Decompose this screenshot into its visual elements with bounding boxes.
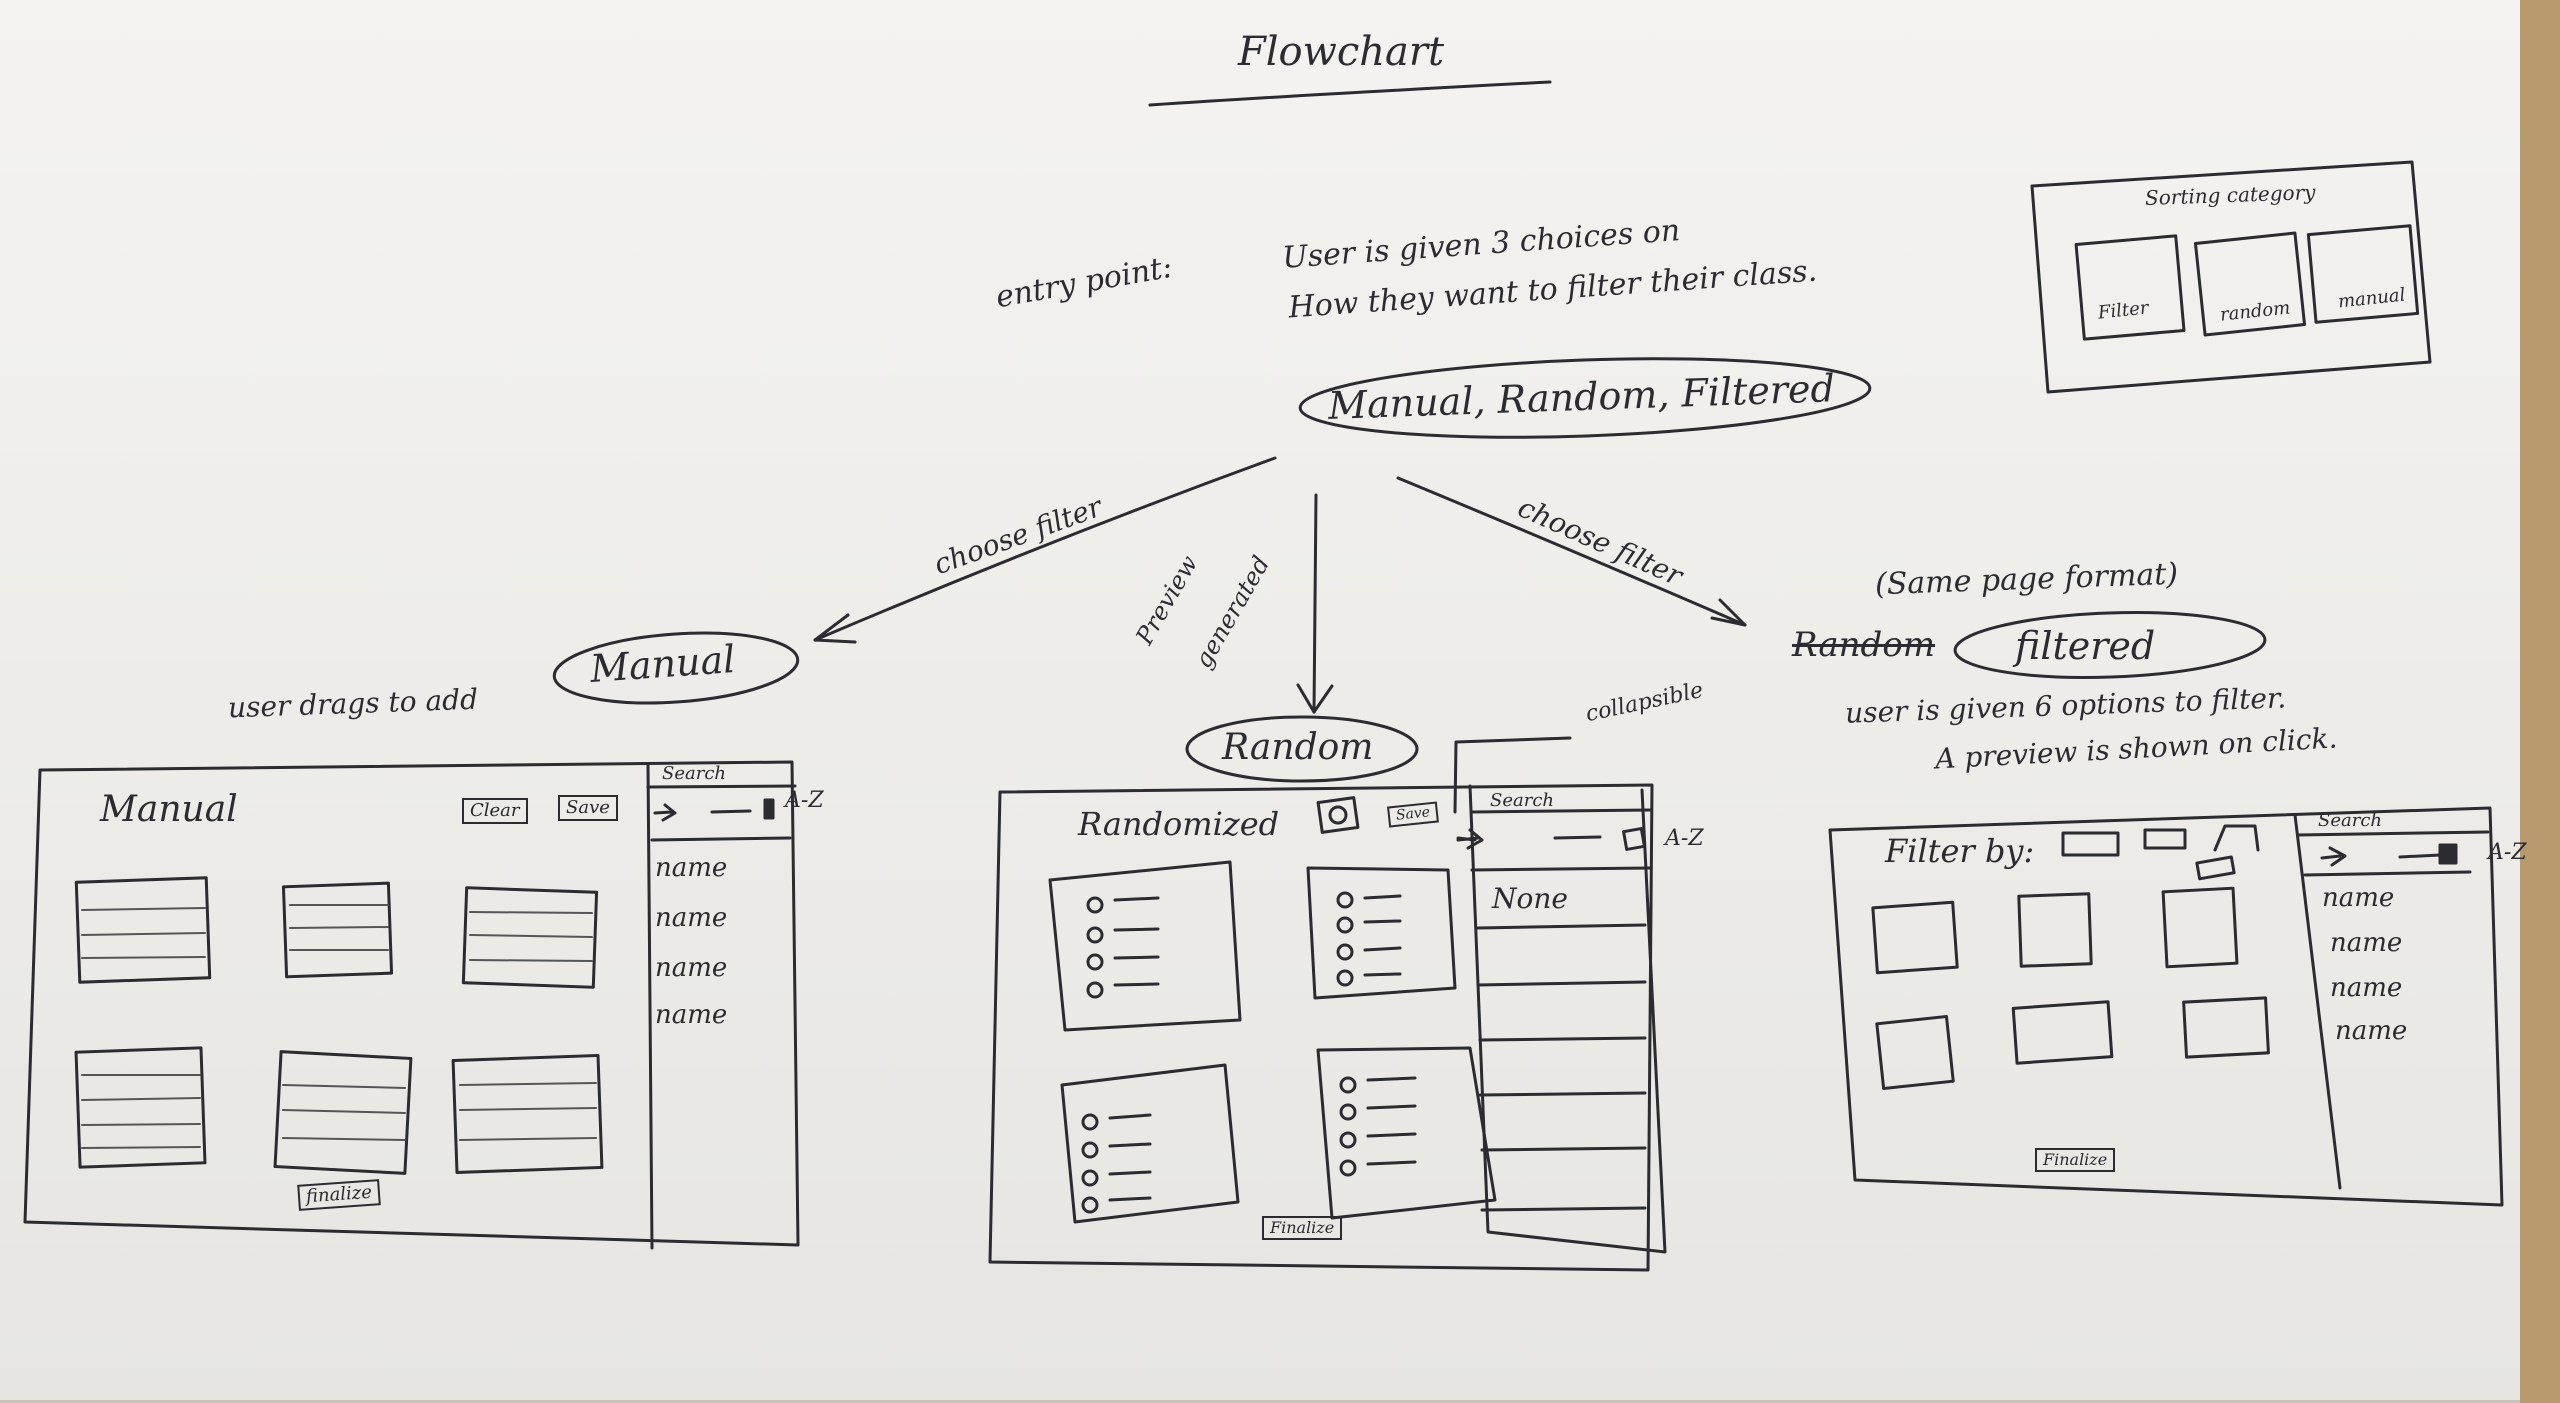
arrow-to-filtered (1396, 476, 1747, 627)
manual-name-item[interactable]: name (655, 853, 728, 883)
filtered-name-item[interactable]: name (2330, 928, 2403, 958)
collapsible-bracket (1453, 736, 1572, 814)
random-panel (988, 783, 1654, 1272)
filtered-cards (1871, 886, 2270, 1090)
manual-name-item[interactable]: name (655, 953, 728, 983)
filtered-oval (1953, 611, 2267, 679)
manual-search-input[interactable]: Search (662, 763, 726, 784)
filter-option (2195, 855, 2236, 881)
manual-panel (23, 760, 800, 1247)
random-oval (1185, 715, 1419, 783)
manual-cards (74, 876, 604, 1175)
filtered-name-item[interactable]: name (2322, 883, 2395, 913)
arrow-to-random (1312, 493, 1318, 714)
random-sidebar-panel (1468, 784, 1667, 1254)
choices-oval (1298, 357, 1872, 439)
random-cards (1048, 860, 1497, 1224)
filtered-search-input[interactable]: Search (2318, 810, 2382, 831)
manual-oval (552, 631, 800, 705)
page-title: Flowchart (1238, 29, 1445, 75)
filter-option (2213, 824, 2260, 852)
sorting-box-title: Sorting category (2144, 180, 2316, 210)
filter-option (2143, 828, 2187, 850)
filtered-oval-label: filtered (2015, 624, 2156, 668)
filtered-name-item[interactable]: name (2335, 1016, 2408, 1046)
filtered-finalize-button[interactable]: Finalize (2035, 1148, 2116, 1172)
manual-heading: Manual (100, 789, 238, 830)
sorting-card-filter-label: Filter (2096, 297, 2150, 324)
random-oval-label: Random (1222, 727, 1374, 768)
random-sort-button[interactable]: A-Z (1665, 826, 1704, 851)
clear-button[interactable]: Clear (462, 798, 528, 824)
filtered-name-item[interactable]: name (2330, 973, 2403, 1003)
arrow-to-manual (813, 456, 1277, 642)
manual-oval-label: Manual (588, 636, 737, 692)
filtered-struck-word: Random (1792, 625, 1936, 665)
random-refresh-button (1316, 796, 1360, 834)
title-underline (1148, 80, 1552, 107)
manual-save-button[interactable]: Save (558, 795, 618, 821)
filtered-panel (1828, 806, 2504, 1207)
sorting-card-filter (2074, 234, 2186, 341)
sorting-card-random (2193, 231, 2307, 337)
sorting-box (2030, 160, 2432, 394)
manual-caption: user drags to add (227, 682, 479, 725)
manual-name-item[interactable]: name (655, 903, 728, 933)
manual-sort-button[interactable]: A-Z (785, 788, 824, 813)
random-heading: Randomized (1078, 805, 1280, 843)
table-edge (2520, 0, 2560, 1403)
random-search-input[interactable]: Search (1490, 790, 1554, 811)
manual-sidebar-divider (646, 763, 654, 1250)
random-none-item: None (1492, 882, 1568, 915)
filtered-sort-button[interactable]: A-Z (2488, 840, 2527, 865)
filter-option (2061, 831, 2120, 857)
filtered-sidebar-divider (2293, 813, 2342, 1190)
manual-name-item[interactable]: name (655, 1000, 728, 1030)
filter-by-label: Filter by: (1885, 832, 2035, 870)
sorting-card-manual (2306, 224, 2420, 324)
random-finalize-button[interactable]: Finalize (1262, 1216, 1343, 1240)
